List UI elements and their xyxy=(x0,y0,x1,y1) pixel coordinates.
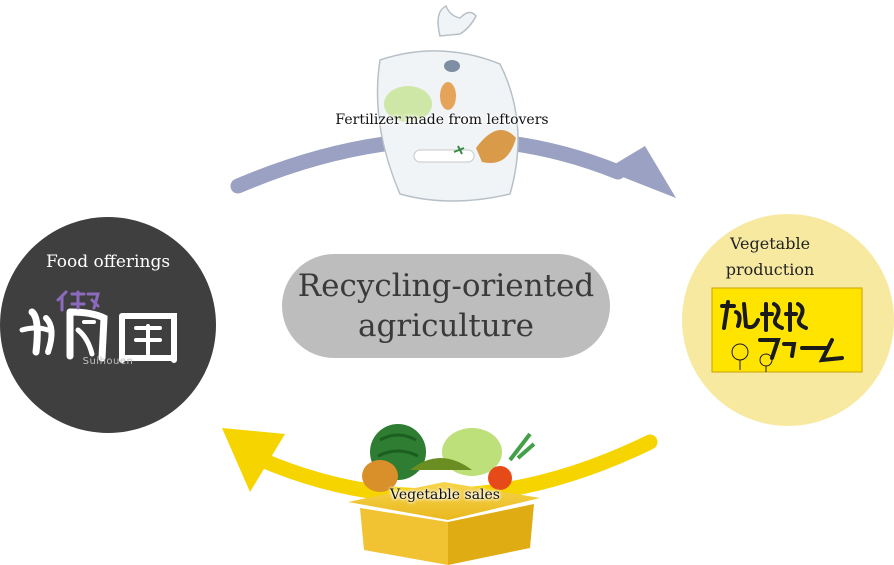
center-title-line2: agriculture xyxy=(358,308,534,344)
vegetable-box-icon xyxy=(348,424,540,565)
suihouen-logo-icon xyxy=(19,308,177,363)
food-circle xyxy=(0,217,216,433)
center-title: Recycling-oriented agriculture xyxy=(282,254,610,358)
food-node xyxy=(0,217,216,433)
fertilizer-flow-label: Fertilizer made from leftovers xyxy=(335,112,549,128)
suihouen-logo-text: Suihouen xyxy=(82,356,134,367)
tanpopo-farm-logo-icon xyxy=(711,287,863,373)
center-title-line1: Recycling-oriented xyxy=(297,268,595,304)
vegetable-title: Vegetable production xyxy=(690,231,850,283)
vegetable-title-line2: production xyxy=(725,260,815,279)
sales-flow-label: Vegetable sales xyxy=(390,487,500,503)
vegetable-node xyxy=(682,214,894,426)
food-title: Food offerings xyxy=(45,252,171,272)
vegetable-title-line1: Vegetable xyxy=(729,234,811,253)
fertilizer-bag-icon xyxy=(376,4,519,202)
suihouen-small-mark-icon xyxy=(56,290,100,312)
